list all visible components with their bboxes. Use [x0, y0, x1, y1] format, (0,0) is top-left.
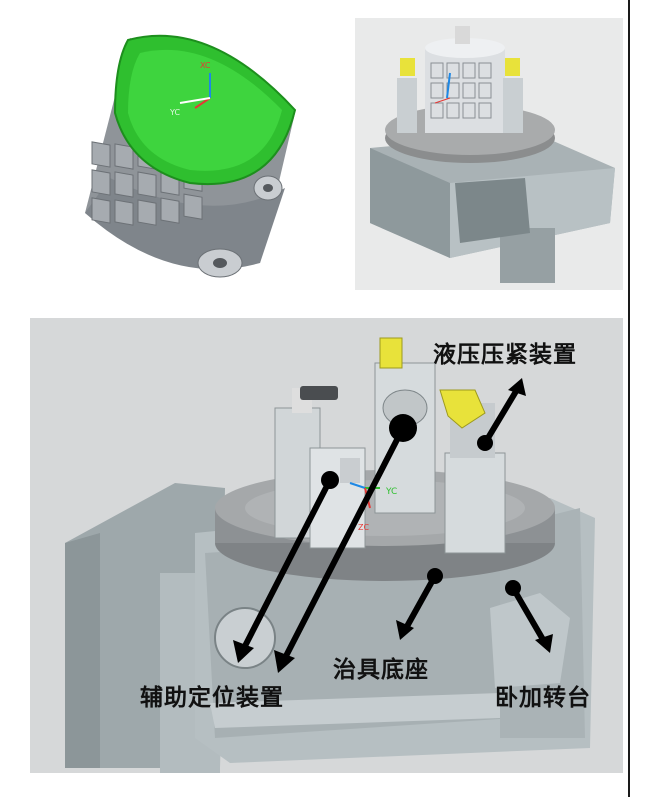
label-hydraulic-clamp: 液压压紧装置 — [433, 342, 577, 368]
fixture-detail-illustration: YC ZC — [65, 337, 595, 773]
aux-arrowhead-1 — [233, 640, 254, 663]
axis-label-xc: XC — [200, 61, 211, 70]
clamp-arrow — [482, 386, 521, 445]
rotary-arrowhead — [535, 634, 553, 653]
fixture-overview-illustration — [370, 26, 615, 283]
aux-arrowhead-2 — [274, 650, 295, 673]
axis-label-yc: YC — [169, 108, 180, 117]
label-aux-locator: 辅助定位装置 — [140, 685, 284, 711]
base-arrow — [402, 574, 438, 632]
aux-arrow-dot-2 — [389, 414, 417, 442]
fixture-overview-view — [355, 18, 623, 290]
base-arrowhead — [396, 620, 414, 640]
rotary-arrow-dot — [505, 580, 521, 596]
workpiece-view: XC YC — [70, 18, 320, 293]
aux-arrow-1 — [241, 478, 333, 650]
callout-arrows — [233, 378, 553, 673]
base-arrow-dot — [427, 568, 443, 584]
fixture-detail-view: YC ZC — [30, 318, 623, 773]
clamp-arrowhead — [508, 378, 526, 396]
axis-label-zc-detail: ZC — [358, 523, 369, 532]
clamp-arrow-dot — [477, 435, 493, 451]
axis-label-yc-detail: YC — [385, 487, 397, 497]
aux-arrow-dot-1 — [321, 471, 339, 489]
label-rotary-table: 卧加转台 — [495, 685, 591, 711]
workpiece-illustration: XC YC — [85, 34, 297, 278]
rotary-arrow — [510, 586, 548, 645]
page-right-border — [628, 0, 630, 797]
label-fixture-base: 治具底座 — [333, 657, 429, 683]
aux-arrow-2 — [282, 426, 406, 660]
